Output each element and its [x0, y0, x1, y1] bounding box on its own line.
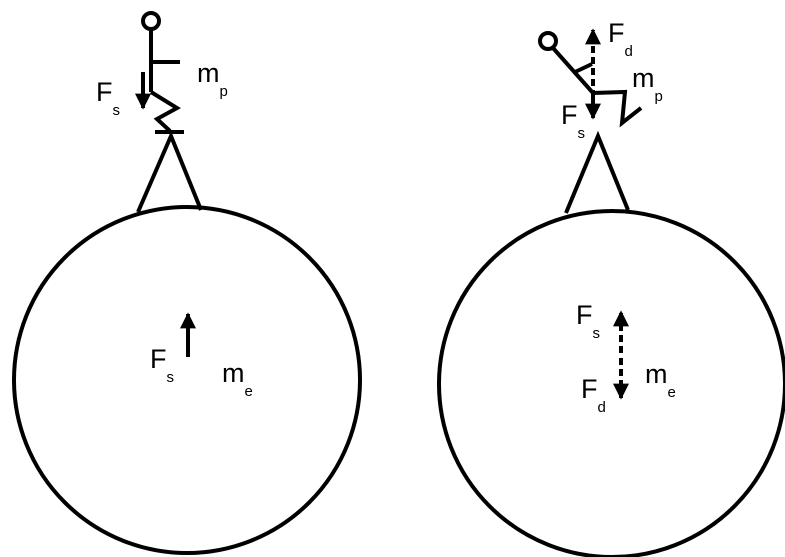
left-scene: Fs mp Fs me — [12, 11, 362, 555]
right-person-arm — [574, 62, 593, 74]
right-earth-force-down-label: Fd — [581, 374, 606, 416]
left-person-force-label: Fs — [96, 77, 120, 119]
right-earth-mass-label: me — [645, 359, 676, 401]
right-person-mass-label: mp — [632, 63, 663, 105]
right-person-body — [551, 46, 595, 95]
right-person-figure — [538, 31, 643, 128]
left-person-mass-label: mp — [197, 58, 228, 100]
right-person-legs — [592, 89, 643, 128]
right-person-force-down-label: Fs — [561, 100, 585, 142]
left-person-head — [141, 11, 161, 31]
right-earth-circle — [437, 209, 785, 557]
right-person-force-up-label: Fd — [608, 18, 633, 60]
right-person-head — [538, 31, 558, 51]
right-earth-force-up-label: Fs — [576, 300, 600, 342]
left-earth-force-label: Fs — [150, 344, 174, 386]
left-earth-mass-label: me — [222, 358, 253, 400]
left-earth-circle — [12, 205, 362, 555]
left-mountain — [136, 130, 203, 213]
right-scene: Fd Fs mp Fs Fd me — [437, 18, 785, 557]
right-mountain — [564, 130, 630, 214]
left-spring — [149, 90, 181, 133]
left-person-figure — [141, 11, 184, 134]
